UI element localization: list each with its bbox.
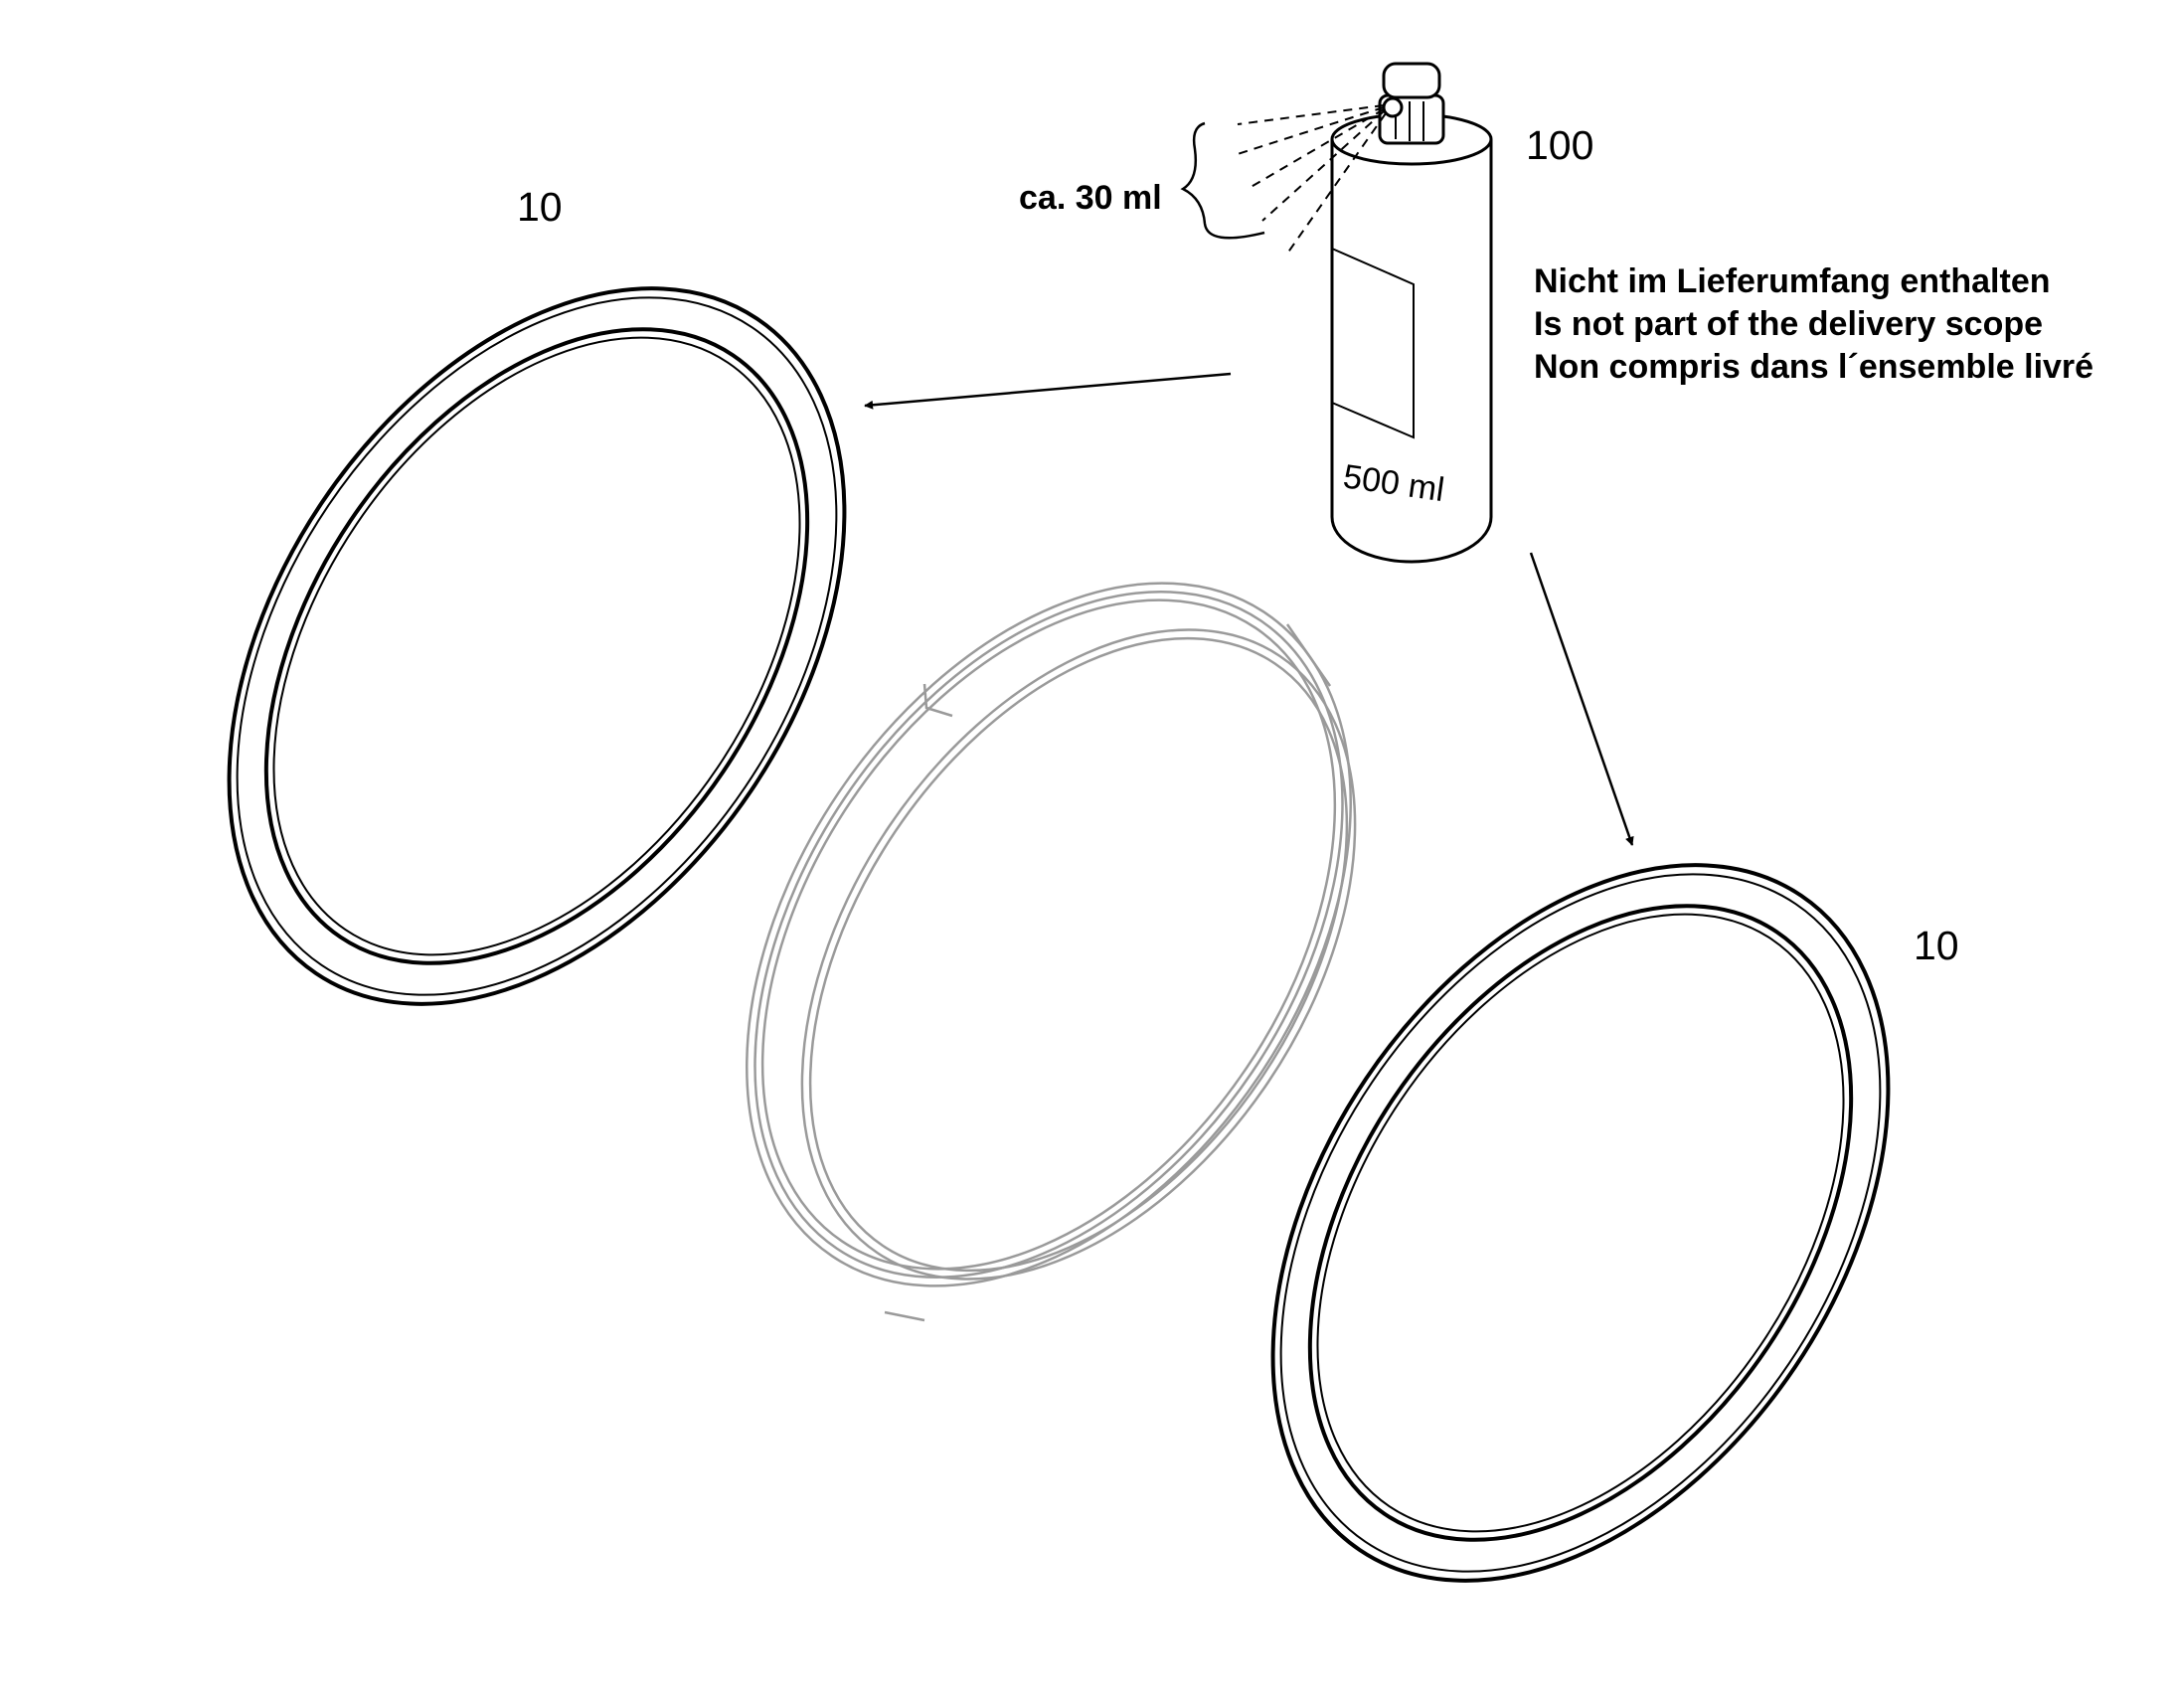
spray-mist [1237,104,1387,255]
note-line-de: Nicht im Lieferumfang enthalten [1534,262,2051,300]
spray-amount-label: ca. 30 ml [1019,179,1162,217]
note-line-en: Is not part of the delivery scope [1534,305,2043,343]
bottle-label: 100 [1526,122,1593,168]
ring-left-label: 10 [517,184,563,230]
spray-bottle [1330,62,1493,564]
spray-brace [1180,121,1265,240]
arrow-to-right-ring [1529,552,1634,846]
delivery-scope-note: Nicht im Lieferumfang enthalten Is not p… [1534,262,2093,386]
ring-right-label: 10 [1914,923,1959,968]
sealing-ring-right [1270,863,1891,1583]
sealing-ring-left [227,286,847,1006]
ghost-ring-middle [746,582,1357,1322]
note-line-fr: Non compris dans l´ensemble livré [1534,348,2093,386]
arrow-to-left-ring [864,372,1232,410]
